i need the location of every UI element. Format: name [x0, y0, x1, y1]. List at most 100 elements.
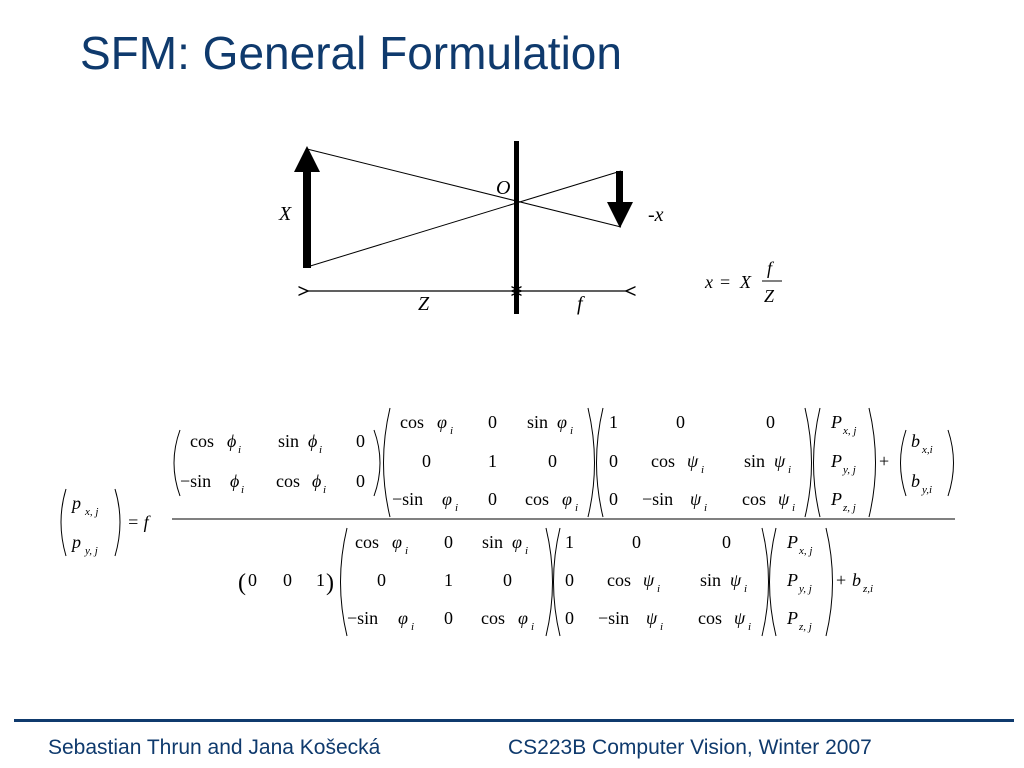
ray-top: [306, 148, 622, 228]
svg-text:i: i: [748, 621, 751, 633]
projection-lhs: x: [704, 272, 713, 292]
svg-text:i: i: [704, 502, 707, 514]
svg-text:ψ: ψ: [687, 451, 699, 471]
image-arrow-head: [607, 202, 633, 228]
svg-text:−sin: −sin: [180, 471, 211, 491]
svg-text:0: 0: [565, 570, 574, 590]
svg-text:0: 0: [444, 608, 453, 628]
rz-matrix: cos ϕ i sin ϕ i 0 −sin ϕ i cos ϕ i 0: [173, 429, 381, 497]
svg-text:0: 0: [488, 489, 497, 509]
svg-text:): ): [326, 570, 334, 596]
svg-text:i: i: [411, 621, 414, 633]
svg-text:i: i: [788, 464, 791, 476]
svg-text:P: P: [786, 570, 798, 590]
svg-text:i: i: [701, 464, 704, 476]
svg-text:φ: φ: [557, 412, 567, 432]
svg-text:P: P: [830, 412, 842, 432]
svg-text:i: i: [323, 484, 326, 496]
svg-text:ψ: ψ: [690, 489, 702, 509]
svg-text:i: i: [531, 621, 534, 633]
svg-text:0: 0: [676, 412, 685, 432]
svg-text:x, j: x, j: [842, 425, 856, 437]
center-label: O: [496, 177, 510, 199]
svg-text:ϕ: ϕ: [312, 471, 321, 491]
svg-text:1: 1: [444, 570, 453, 590]
svg-text:i: i: [657, 583, 660, 595]
svg-text:cos: cos: [276, 471, 300, 491]
svg-text:z, j: z, j: [842, 502, 856, 514]
projection-denominator: Z: [764, 286, 775, 306]
point-vector-denominator: P x, j P y, j P z, j: [769, 527, 833, 637]
focal-label: f: [577, 293, 585, 315]
svg-text:x,i: x,i: [921, 444, 933, 456]
svg-text:i: i: [570, 425, 573, 437]
svg-text:−sin: −sin: [392, 489, 423, 509]
svg-text:P: P: [786, 532, 798, 552]
projection-formula: x = X f Z: [704, 258, 782, 306]
svg-text:0: 0: [766, 412, 775, 432]
svg-text:i: i: [238, 444, 241, 456]
svg-text:0: 0: [488, 412, 497, 432]
projection-numerator: f: [767, 258, 775, 278]
svg-text:cos: cos: [190, 431, 214, 451]
svg-text:i: i: [319, 444, 322, 456]
svg-text:0: 0: [609, 451, 618, 471]
svg-text:cos: cos: [607, 570, 631, 590]
object-label: X: [278, 203, 292, 225]
svg-text:φ: φ: [562, 489, 572, 509]
svg-text:sin: sin: [700, 570, 721, 590]
image-arrow-shaft: [616, 171, 623, 205]
bias-z-sub: z,i: [862, 583, 873, 595]
svg-text:−sin: −sin: [598, 608, 629, 628]
svg-text:0: 0: [356, 431, 365, 451]
svg-text:sin: sin: [744, 451, 765, 471]
svg-text:1: 1: [609, 412, 618, 432]
plus-numerator: +: [879, 451, 889, 471]
svg-text:y,i: y,i: [921, 484, 932, 496]
svg-text:b: b: [911, 431, 920, 451]
svg-text:sin: sin: [482, 532, 503, 552]
svg-text:0: 0: [609, 489, 618, 509]
svg-text:cos: cos: [698, 608, 722, 628]
footer-divider: [14, 719, 1014, 722]
footer-course: CS223B Computer Vision, Winter 2007: [508, 736, 872, 759]
svg-text:ψ: ψ: [734, 608, 746, 628]
svg-text:ϕ: ϕ: [227, 431, 236, 451]
svg-text:i: i: [455, 502, 458, 514]
svg-text:i: i: [660, 621, 663, 633]
svg-text:1: 1: [488, 451, 497, 471]
svg-text:x, j: x, j: [798, 545, 812, 557]
svg-text:y, j: y, j: [842, 464, 856, 476]
svg-text:sin: sin: [278, 431, 299, 451]
svg-text:b: b: [911, 471, 920, 491]
sfm-equation: p x, j p y, j = f cos ϕ i sin ϕ i 0 −sin…: [60, 407, 955, 637]
row-vector: ( 0 0 1 ): [238, 570, 334, 596]
svg-text:(: (: [238, 570, 246, 596]
slide-title: SFM: General Formulation: [80, 27, 622, 79]
ry-matrix-numerator: cos φ i 0 sin φ i 0 1 0 −sin φ i 0 cos φ…: [383, 407, 595, 518]
svg-text:cos: cos: [742, 489, 766, 509]
svg-text:−sin: −sin: [642, 489, 673, 509]
svg-text:ψ: ψ: [646, 608, 658, 628]
svg-text:0: 0: [444, 532, 453, 552]
svg-text:cos: cos: [525, 489, 549, 509]
svg-text:φ: φ: [398, 608, 408, 628]
svg-text:cos: cos: [651, 451, 675, 471]
svg-text:1: 1: [316, 570, 325, 590]
svg-text:φ: φ: [518, 608, 528, 628]
depth-label: Z: [418, 293, 430, 315]
svg-text:0: 0: [565, 608, 574, 628]
image-plane: [514, 141, 519, 314]
footer-authors: Sebastian Thrun and Jana Košecká: [48, 736, 381, 759]
svg-text:ϕ: ϕ: [308, 431, 317, 451]
svg-text:ψ: ψ: [643, 570, 655, 590]
lhs-p2: p: [70, 532, 81, 552]
svg-text:0: 0: [283, 570, 292, 590]
lhs-p1: p: [70, 493, 81, 513]
svg-text:P: P: [830, 451, 842, 471]
svg-text:i: i: [450, 425, 453, 437]
svg-text:i: i: [792, 502, 795, 514]
svg-text:φ: φ: [512, 532, 522, 552]
plus-denominator: +: [836, 570, 846, 590]
svg-text:0: 0: [422, 451, 431, 471]
